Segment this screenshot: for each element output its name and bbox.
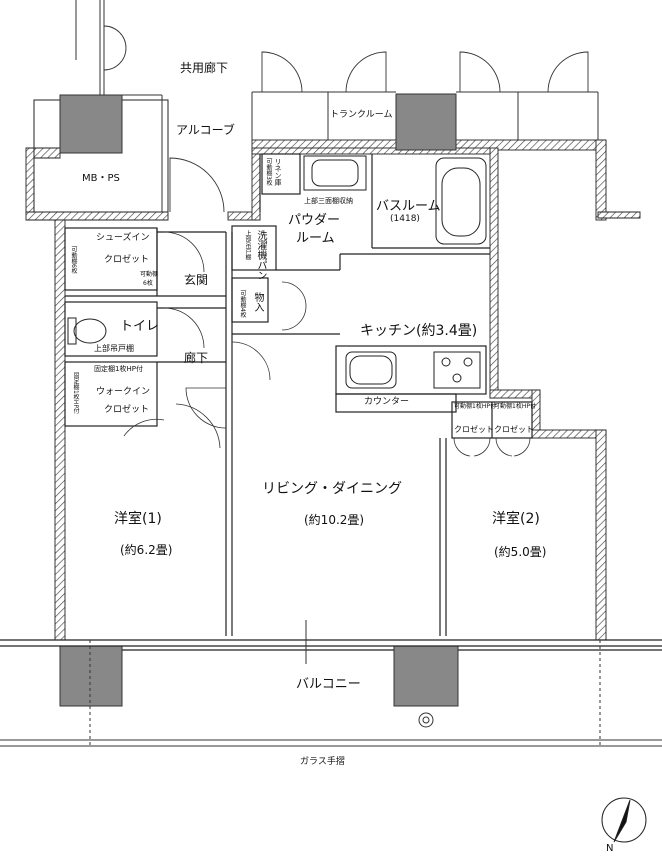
label-toilet-upper-shelf: 上部吊戸棚 bbox=[94, 344, 134, 353]
label-western-room-2: 洋室(2) bbox=[492, 511, 540, 527]
label-toilet: トイレ bbox=[120, 319, 160, 334]
exterior-walls bbox=[25, 139, 641, 641]
interior-walls bbox=[0, 153, 662, 651]
label-fixed-shelf-hp-side: 固定棚1枚HP付 bbox=[72, 372, 79, 414]
entrance-door bbox=[169, 157, 225, 213]
label-storage: 物入 bbox=[252, 292, 263, 312]
label-living-dining: リビング・ダイニング bbox=[262, 481, 402, 497]
label-walkin-closet-1: ウォークイン bbox=[96, 387, 151, 397]
bathtub bbox=[435, 157, 487, 245]
label-bathroom: バスルーム bbox=[376, 199, 441, 214]
label-counter: カウンター bbox=[364, 397, 410, 407]
kitchen-fixtures bbox=[345, 351, 481, 389]
label-linen: リネン庫 bbox=[274, 158, 282, 186]
interior-doors bbox=[123, 231, 531, 457]
label-powder-room-2: ルーム bbox=[296, 231, 335, 246]
label-closet-a: クロゼット bbox=[454, 425, 494, 434]
label-hallway: 廊下 bbox=[184, 351, 209, 365]
label-trunk-room: トランクルーム bbox=[330, 110, 393, 120]
label-movable-shelf-4: 可動棚4枚 bbox=[239, 290, 246, 318]
label-glass-railing: ガラス手摺 bbox=[300, 757, 345, 767]
label-movable-shelf-3: 可動棚3枚 bbox=[265, 158, 272, 186]
label-entrance: 玄関 bbox=[184, 273, 209, 287]
label-balcony: バルコニー bbox=[296, 677, 361, 692]
label-shoes-closet-1: シューズイン bbox=[96, 233, 150, 243]
label-upper-storage: 上部三面棚収納 bbox=[304, 197, 353, 205]
label-powder-room-1: パウダー bbox=[288, 213, 341, 228]
label-shelf-6: 6枚 bbox=[143, 280, 153, 287]
label-movable-shelf-6b: 可動棚 bbox=[140, 271, 159, 278]
balcony-details bbox=[0, 620, 662, 747]
label-movable-shelf-hp-a: 可動棚1枚HP付 bbox=[454, 403, 496, 410]
label-western-room-2-size: (約5.0畳) bbox=[494, 545, 547, 559]
label-western-room-1-size: (約6.2畳) bbox=[120, 543, 173, 557]
label-alcove: アルコーブ bbox=[176, 123, 235, 137]
label-bathroom-size: (1418) bbox=[390, 214, 420, 224]
label-living-size: (約10.2畳) bbox=[304, 513, 365, 527]
corridor-boundary bbox=[75, 0, 599, 212]
corridor-doors bbox=[103, 25, 589, 93]
label-fixed-shelf-hp: 固定棚1枚HP付 bbox=[94, 365, 143, 373]
label-upper-shelf: 上部吊戸棚 bbox=[244, 230, 251, 260]
label-north: N bbox=[606, 843, 614, 854]
label-corridor: 共用廊下 bbox=[180, 61, 229, 75]
north-arrow-icon bbox=[601, 797, 647, 843]
label-walkin-closet-2: クロゼット bbox=[104, 405, 150, 415]
label-kitchen: キッチン(約3.4畳) bbox=[360, 323, 478, 339]
label-movable-shelf-hp-b: 可動棚1枚HP付 bbox=[494, 403, 536, 410]
toilet-fixture bbox=[67, 317, 107, 345]
vanity bbox=[303, 155, 367, 191]
label-washer-pan: 洗濯機パン bbox=[255, 230, 266, 280]
label-shoes-closet-2: クロゼット bbox=[104, 255, 150, 265]
label-mb-ps: MB・PS bbox=[82, 173, 120, 184]
label-western-room-1: 洋室(1) bbox=[114, 511, 162, 527]
label-movable-shelf-6: 可動棚6枚 bbox=[70, 246, 77, 274]
label-closet-b: クロゼット bbox=[494, 425, 534, 434]
columns bbox=[59, 93, 459, 707]
